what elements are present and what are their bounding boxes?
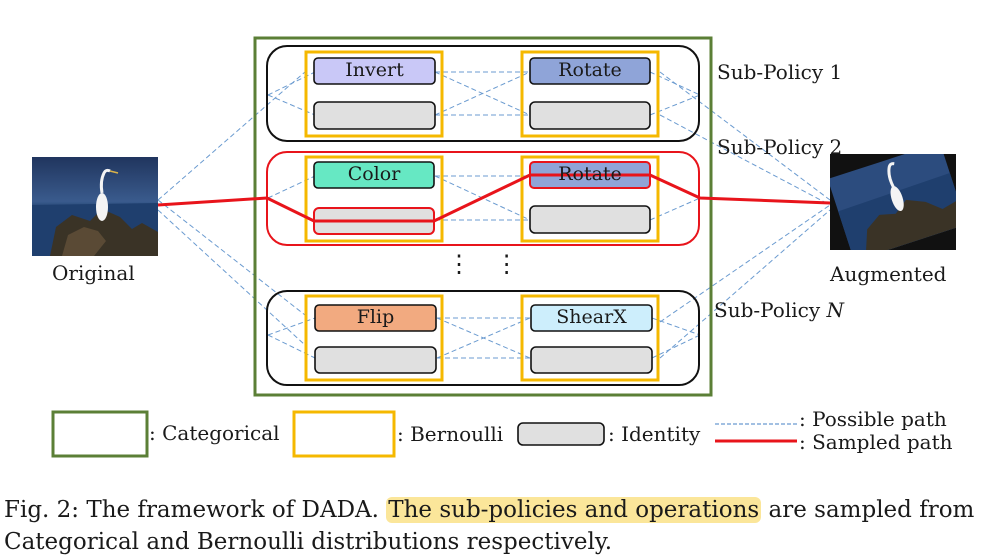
legend-bernoulli-swatch — [292, 410, 396, 458]
bernoulli-box — [520, 50, 660, 138]
sub-policy-n-label: Sub-Policy N — [714, 300, 844, 320]
bernoulli-box — [304, 50, 444, 138]
figure-caption: Fig. 2: The framework of DADA. The sub-p… — [4, 494, 996, 558]
legend-possible-label: : Possible path — [799, 407, 947, 431]
bernoulli-box — [304, 155, 444, 243]
caption-highlight: The sub-policies and operations — [386, 497, 762, 523]
op-color-box — [313, 161, 435, 189]
caption-prefix: Fig. 2: The framework of DADA. — [4, 497, 387, 523]
op-rotate-label: Rotate — [558, 163, 622, 185]
framework-diagram — [51, 36, 831, 458]
vertical-ellipsis: ⋮ ⋮ — [447, 250, 527, 278]
caption-rest: are sampled from Categorical and Bernoul… — [4, 497, 975, 555]
identity-box — [530, 346, 653, 374]
bernoulli-box — [520, 294, 660, 382]
legend-categorical-label: : Categorical — [149, 421, 280, 445]
legend-identity-label: : Identity — [608, 422, 701, 446]
sub-policy-1-label: Sub-Policy 1 — [717, 60, 843, 84]
identity-box — [314, 346, 437, 374]
sub-policy-1-box — [266, 45, 700, 142]
sub-policy-n-box — [266, 290, 700, 386]
categorical-box — [253, 36, 713, 397]
sampled-path — [157, 173, 831, 223]
op-flip-box — [314, 304, 437, 332]
op-flip-label: Flip — [356, 306, 395, 328]
legend-bernoulli-label: : Bernoulli — [397, 422, 504, 446]
op-rotate-label: Rotate — [558, 59, 622, 81]
original-label: Original — [52, 261, 135, 285]
original-image — [32, 157, 158, 256]
augmented-image — [830, 154, 956, 250]
op-invert-label: Invert — [345, 59, 404, 81]
legend-categorical-swatch — [51, 410, 149, 458]
op-shearx-label: ShearX — [556, 306, 627, 328]
op-rotate-box — [529, 57, 651, 85]
op-invert-box — [313, 57, 436, 85]
augmented-label: Augmented — [830, 262, 947, 286]
op-shearx-box — [530, 304, 653, 332]
bernoulli-box — [520, 155, 660, 243]
legend-identity-swatch — [517, 422, 605, 446]
bernoulli-box — [304, 294, 444, 382]
sub-policy-n-var: N — [826, 298, 844, 322]
legend-sampled-label: : Sampled path — [799, 430, 953, 454]
identity-box — [529, 205, 651, 234]
identity-box — [313, 101, 436, 130]
op-color-label: Color — [347, 163, 401, 185]
sub-policy-2-label: Sub-Policy 2 — [717, 135, 843, 159]
identity-box — [529, 101, 651, 130]
sub-policy-n-prefix: Sub-Policy — [714, 298, 827, 322]
